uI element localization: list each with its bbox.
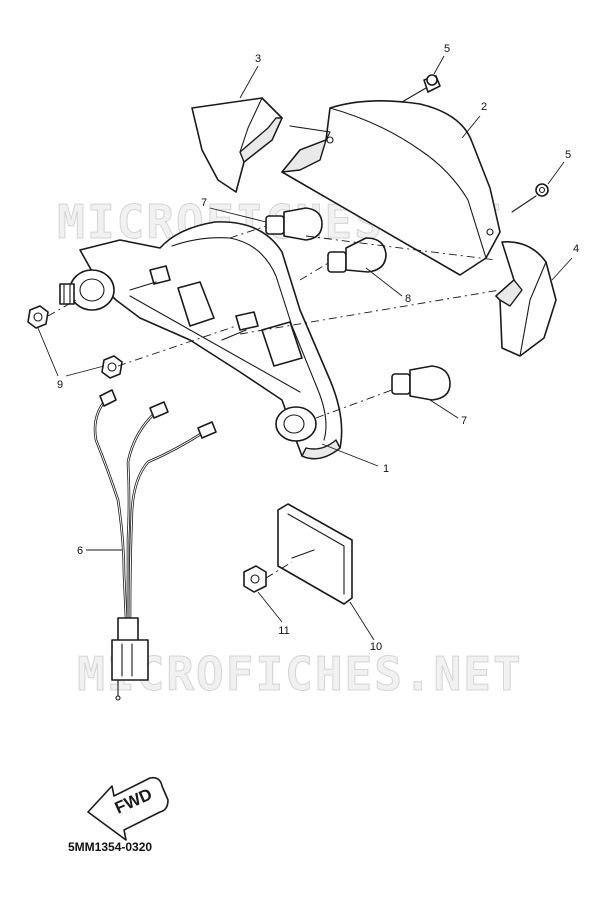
callout-9: 9 [57, 379, 63, 391]
part-8-bulb [327, 237, 387, 273]
part-7-bulb-upper [265, 207, 323, 241]
watermark-bottom: MICROFICHES.NET [77, 647, 522, 701]
part-5-screw-right [511, 183, 549, 213]
callout-7-upper: 7 [201, 197, 207, 209]
part-9-nut-lower [101, 355, 123, 379]
part-6-wire-harness [93, 389, 217, 701]
callout-8: 8 [405, 293, 411, 305]
callout-leaders [37, 55, 573, 641]
callout-11: 11 [278, 625, 289, 637]
callout-5-right: 5 [565, 149, 571, 161]
forward-direction-arrow: FWD [87, 776, 169, 841]
part-9-nut-left [27, 305, 49, 329]
callout-6: 6 [77, 545, 83, 557]
callout-2: 2 [481, 101, 487, 113]
part-5-screw-upper [401, 74, 441, 103]
callout-1: 1 [383, 463, 389, 475]
part-3-left-side-cover [191, 97, 283, 193]
part-1-tail-light-housing [59, 221, 343, 460]
callout-10: 10 [370, 641, 382, 653]
diagram-reference-code: 5MM1354-0320 [68, 840, 153, 854]
part-10-license-light [277, 503, 353, 605]
part-11-nut [243, 565, 267, 593]
part-7-bulb-lower [391, 365, 451, 401]
part-2-upper-cover [281, 100, 501, 276]
callout-5-upper: 5 [444, 43, 450, 55]
part-4-right-side-cover [495, 241, 557, 357]
assembly-guide-lines [47, 225, 501, 579]
callout-7-lower: 7 [461, 415, 467, 427]
callout-3: 3 [255, 53, 261, 65]
callout-4: 4 [573, 243, 579, 255]
